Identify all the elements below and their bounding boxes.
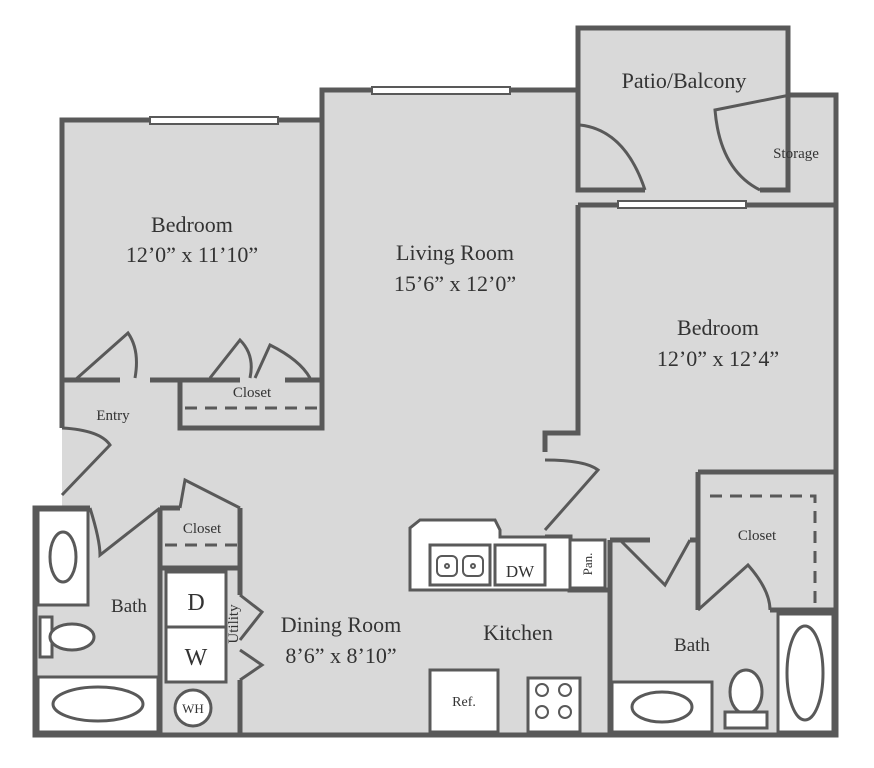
bath2-sink (630, 690, 694, 724)
bath2-toilet-tank (723, 710, 769, 730)
label-storage: Storage (773, 146, 819, 162)
label-living-room: Living Room (396, 240, 514, 265)
label-closet-bedroom2: Closet (738, 528, 777, 544)
utility-fixtures (164, 570, 228, 728)
refrigerator (428, 668, 500, 734)
label-bedroom1-size: 12’0” x 11’10” (126, 242, 258, 267)
label-dining-room: Dining Room (281, 612, 401, 637)
door-swings (60, 93, 791, 682)
label-dishwasher: DW (506, 562, 535, 581)
label-water-heater: WH (182, 701, 204, 716)
label-utility: Utility (226, 604, 242, 644)
label-patio: Patio/Balcony (622, 68, 747, 93)
label-bedroom1: Bedroom (151, 212, 233, 237)
windows (149, 86, 747, 209)
floor (35, 28, 835, 735)
dryer (164, 570, 228, 629)
washer (164, 625, 228, 684)
bath1-toilet-tank (38, 615, 54, 659)
kitchen-sink (428, 543, 492, 587)
label-bedroom2: Bedroom (677, 315, 759, 340)
label-bath1: Bath (111, 596, 147, 617)
room-labels: Patio/Balcony Storage Bedroom 12’0” x 11… (96, 68, 819, 668)
label-dining-room-size: 8’6” x 8’10” (285, 643, 396, 668)
bath2-tub-basin (785, 624, 825, 722)
label-living-room-size: 15’6” x 12’0” (394, 271, 516, 296)
bath1-tub-basin (51, 685, 145, 723)
label-bath2: Bath (674, 635, 710, 656)
pantry (568, 538, 607, 590)
label-pantry: Pan. (580, 553, 595, 576)
appliance-labels: D W WH DW Pan. Ref. (182, 553, 595, 716)
bath2-toilet-bowl (728, 668, 764, 716)
label-refrigerator: Ref. (452, 695, 476, 710)
stove (526, 676, 582, 734)
label-closet-bedroom1: Closet (233, 385, 272, 401)
kitchen-counter (408, 518, 607, 592)
bath1-toilet-bowl (48, 622, 96, 652)
label-washer: W (185, 645, 208, 671)
closet-dividers (165, 406, 817, 608)
label-entry: Entry (96, 408, 130, 424)
label-bedroom2-size: 12’0” x 12’4” (657, 346, 779, 371)
label-dryer: D (187, 590, 204, 616)
bath1-fixtures (36, 508, 160, 734)
walls (32, 25, 839, 738)
ref-and-stove (428, 668, 582, 734)
bath2-fixtures (610, 612, 835, 734)
label-closet-hall: Closet (183, 521, 222, 537)
stove-burners (535, 683, 572, 719)
dishwasher (493, 543, 547, 587)
sink-basins (436, 555, 484, 577)
water-heater (173, 688, 213, 728)
label-kitchen: Kitchen (483, 620, 553, 645)
bath1-sink (48, 530, 78, 584)
